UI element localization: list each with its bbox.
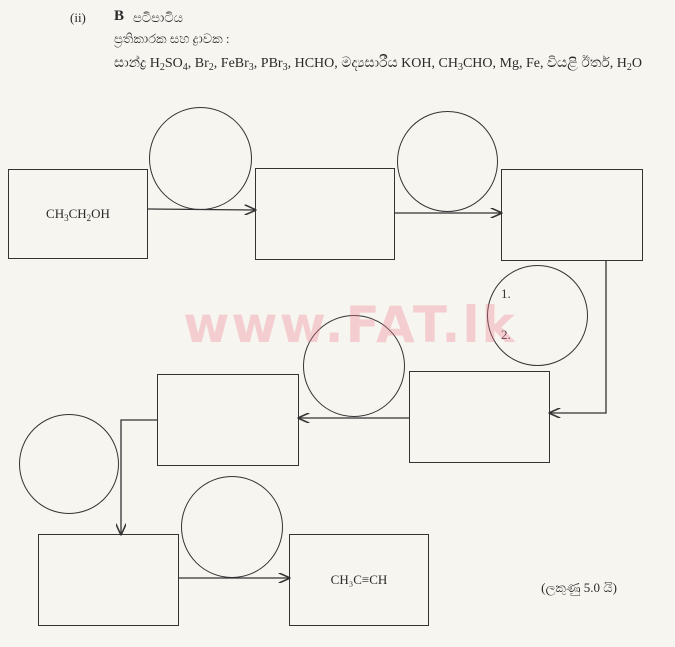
reagent-circle-2[interactable]: [397, 111, 498, 212]
reagent-text-part: , Br: [187, 56, 209, 71]
reagent-text-part: 3: [457, 62, 463, 73]
compound-box-2[interactable]: [255, 168, 395, 260]
reagent-text-part: සාන්ද්‍ර H: [114, 56, 160, 71]
compound-box-4[interactable]: [409, 371, 550, 463]
reagents-heading: ප්‍රතිකාරක සහ ද්‍රාවක :: [114, 31, 230, 46]
compound-box-5[interactable]: [157, 374, 299, 466]
compound-box-start: CH3CH2OH: [8, 169, 148, 259]
reagent-circle-3[interactable]: 1. 2.: [487, 265, 588, 366]
reagent-text-part: 2: [159, 62, 165, 73]
reagent-text-part: 2: [208, 62, 214, 73]
reagent-text-part: SO: [164, 56, 183, 71]
reagent-circle-4[interactable]: [303, 315, 405, 417]
reagent-text-part: , PBr: [253, 56, 283, 71]
watermark: www.FAT.lk: [183, 296, 517, 354]
reagent-text-part: 4: [182, 62, 188, 73]
reagent-text-part: 2: [626, 62, 632, 73]
reagent-text-part: , HCHO, මද්‍යසාරීය KOH, CH: [287, 56, 458, 71]
part-letter: B: [114, 8, 125, 24]
reagent-circle-6[interactable]: [181, 476, 283, 578]
reagent-circle-5[interactable]: [19, 414, 119, 514]
marks-label: (ලකුණු 5.0 යි): [541, 580, 617, 595]
compound-box-6[interactable]: [38, 534, 179, 626]
compound-box-end: CH₃C≡CH: [289, 534, 429, 626]
step-label-1: 1.: [501, 286, 511, 301]
reagent-list: සාන්ද්‍ර H2SO4, Br2, FeBr3, PBr3, HCHO, …: [114, 51, 654, 80]
reagent-circle-1[interactable]: [149, 107, 252, 210]
step-label-2: 2.: [501, 327, 511, 342]
part-title: පටිපාටිය: [133, 10, 183, 25]
reagent-text-part: 3: [248, 62, 254, 73]
arrow-3: [550, 260, 607, 413]
question-number: (ii): [70, 10, 86, 25]
reagent-text-part: CHO, Mg, Fe, වියළි ඊතර්, H: [462, 56, 627, 71]
start-compound: CH3CH2OH: [46, 205, 110, 223]
reagent-text-part: 3: [282, 62, 288, 73]
compound-box-3[interactable]: [501, 169, 643, 261]
reagent-text-part: , FeBr: [213, 56, 249, 71]
reagent-text-part: O: [631, 56, 642, 71]
end-compound: CH₃C≡CH: [330, 572, 388, 587]
arrow-5: [121, 419, 157, 534]
